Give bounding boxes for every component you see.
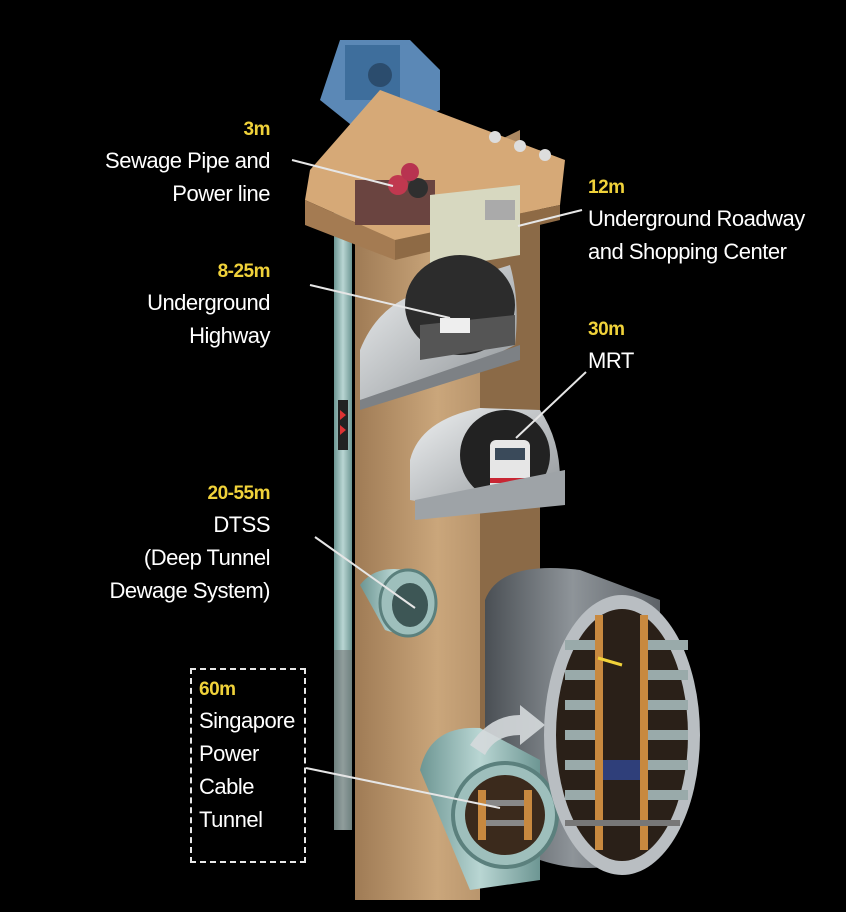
cable-tunnel-callout-box	[190, 668, 306, 863]
cable-line-2: Power	[199, 741, 259, 766]
label-mrt: 30m MRT	[588, 316, 634, 377]
leader-dtss	[314, 536, 416, 609]
cable-tunnel-cross-section	[544, 595, 700, 875]
vertical-pipe	[334, 170, 352, 830]
label-cable: 60m Singapore Power Cable Tunnel	[199, 676, 295, 836]
cable-line-1: Singapore	[199, 708, 295, 733]
label-sewage: 3m Sewage Pipe and Power line	[105, 116, 270, 210]
mrt-line-1: MRT	[588, 348, 634, 373]
cable-line-4: Tunnel	[199, 807, 263, 832]
label-highway: 8-25m Underground Highway	[147, 258, 270, 352]
dtss-line-2: (Deep Tunnel	[143, 545, 271, 570]
sewage-pipes	[355, 163, 435, 225]
leader-mrt	[515, 371, 587, 439]
leader-sewage	[291, 159, 394, 187]
mrt-tunnel	[410, 408, 565, 520]
enlarge-arrow-icon	[470, 705, 545, 755]
leader-lines	[291, 159, 587, 809]
highway-tunnel	[360, 255, 520, 410]
cable-line-3: Cable	[199, 774, 254, 799]
roadway-line-2: and Shopping Center	[588, 239, 787, 264]
cable-tunnel-entrance	[420, 727, 559, 890]
dtss-line-1: DTSS	[213, 512, 270, 537]
depth-8-25m: 8-25m	[217, 261, 271, 282]
sewage-line-1: Sewage Pipe and	[105, 148, 270, 173]
highway-line-2: Highway	[189, 323, 270, 348]
depth-30m: 30m	[588, 319, 625, 340]
depth-3m: 3m	[243, 119, 271, 140]
highway-line-1: Underground	[147, 290, 270, 315]
leader-highway	[309, 284, 451, 319]
depth-60m: 60m	[199, 679, 236, 700]
label-dtss: 20-55m DTSS (Deep Tunnel Dewage System)	[109, 480, 270, 607]
dtss-line-3: Dewage System)	[109, 578, 270, 603]
sewage-line-2: Power line	[172, 181, 270, 206]
leader-cable	[305, 767, 501, 809]
depth-20-55m: 20-55m	[207, 483, 271, 504]
label-roadway: 12m Underground Roadway and Shopping Cen…	[588, 174, 805, 268]
depth-12m: 12m	[588, 177, 625, 198]
roadway-block	[430, 185, 520, 270]
leader-roadway	[517, 209, 583, 227]
roadway-line-1: Underground Roadway	[588, 206, 805, 231]
